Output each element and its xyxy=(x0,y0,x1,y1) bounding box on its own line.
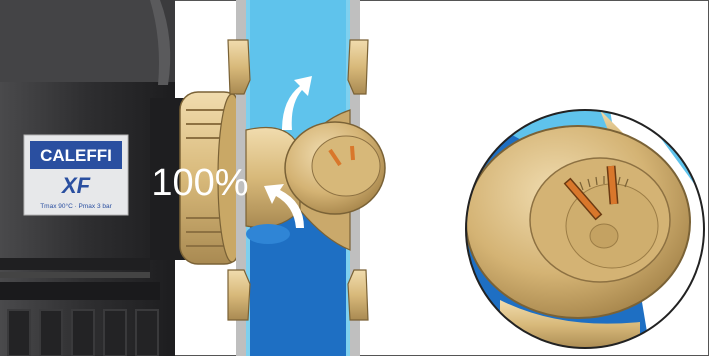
indicator-marker-right xyxy=(352,146,353,160)
valve-cap xyxy=(285,122,385,214)
zoom-marker-right-fill xyxy=(611,166,614,204)
flow-percentage: 100% xyxy=(151,162,248,204)
label-model: XF xyxy=(60,173,91,198)
product-label: CALEFFI XF Tmax 90°C · Pmax 3 bar xyxy=(24,135,128,215)
label-brand: CALEFFI xyxy=(40,146,112,165)
label-specs: Tmax 90°C · Pmax 3 bar xyxy=(40,202,112,210)
